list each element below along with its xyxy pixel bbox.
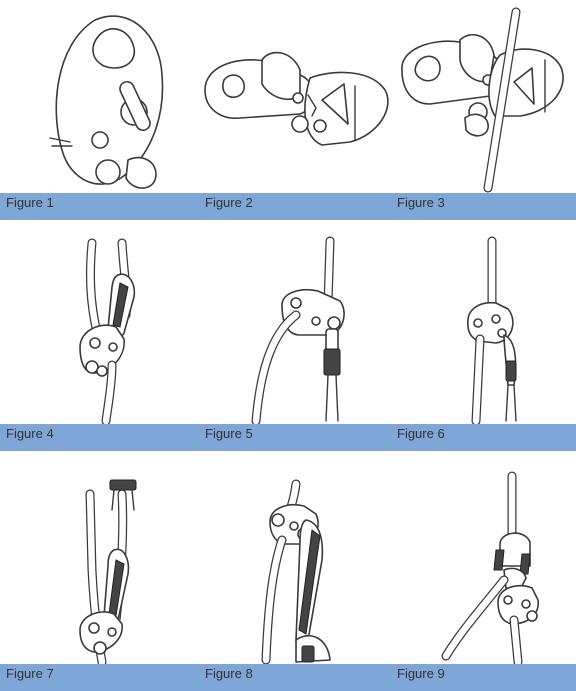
figure-row-3-illustrations [0,470,576,666]
figure-4-caption: Figure 4 [6,424,54,451]
figure-4-illustration [80,243,134,421]
figure-7-illustration [80,480,136,662]
figure-row-1-illustrations [0,0,576,195]
figure-9-illustration [446,476,538,662]
figure-2-illustration [205,53,388,145]
caption-bar-row-2: Figure 4 Figure 5 Figure 6 [0,424,576,451]
figure-5-illustration [256,241,344,421]
figure-2-caption: Figure 2 [205,193,253,220]
figure-5-caption: Figure 5 [205,424,253,451]
figure-6-caption: Figure 6 [397,424,445,451]
figure-1-caption: Figure 1 [6,193,54,220]
figure-8-illustration [266,484,330,662]
figure-3-illustration [402,12,563,188]
figure-6-illustration [468,241,516,421]
figure-row-2-illustrations [0,235,576,425]
figure-1-illustration [50,16,163,188]
figure-8-caption: Figure 8 [205,664,253,691]
caption-bar-row-3: Figure 7 Figure 8 Figure 9 [0,664,576,691]
caption-bar-row-1: Figure 1 Figure 2 Figure 3 [0,193,576,220]
figure-9-caption: Figure 9 [397,664,445,691]
figure-3-caption: Figure 3 [397,193,445,220]
figure-7-caption: Figure 7 [6,664,54,691]
